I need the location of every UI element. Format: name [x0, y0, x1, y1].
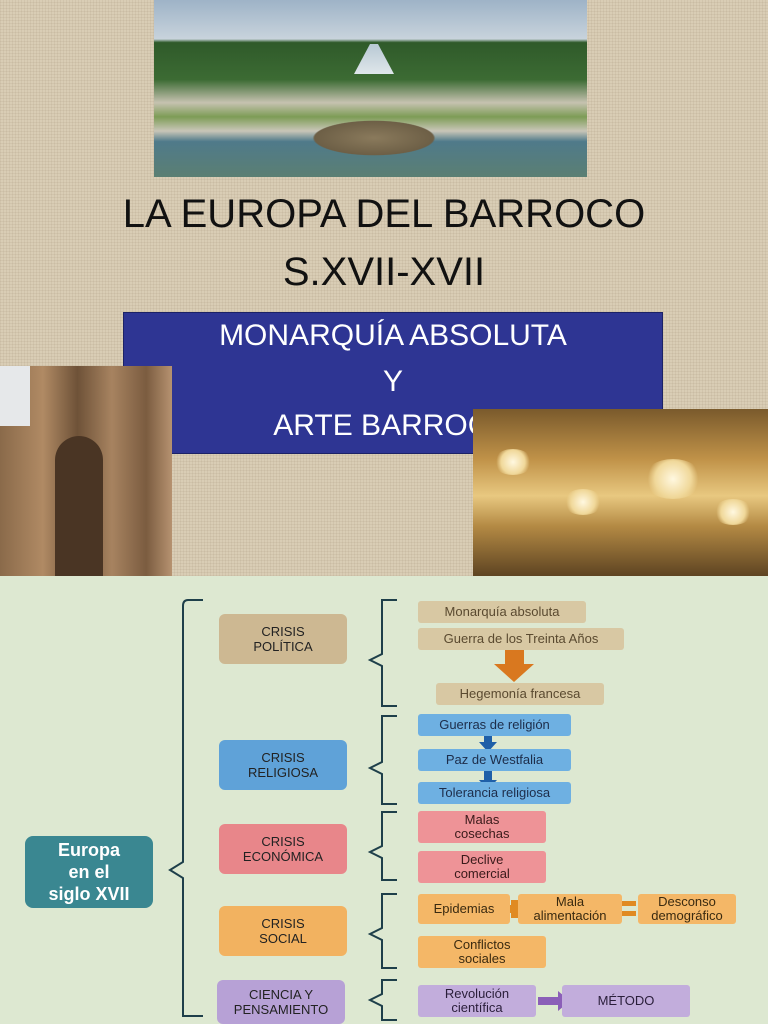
brace-religiosa: [367, 715, 397, 805]
category-label: SOCIAL: [259, 931, 307, 946]
item-line: Desconso: [658, 894, 716, 909]
fountain-shape: [304, 118, 444, 158]
category-label: ECONÓMICA: [242, 849, 324, 864]
root-line: siglo XVII: [48, 884, 130, 904]
plus-icon: [506, 900, 524, 918]
arrow-down-icon: [479, 734, 497, 752]
subtitle-banner: MONARQUÍA ABSOLUTA Y ARTE BARROCO: [123, 312, 663, 454]
item-line: demográfico: [651, 908, 723, 923]
slide-title-line-1: LA EUROPA DEL BARROCO: [122, 192, 646, 236]
item-line: Declive: [460, 852, 504, 867]
chandelier: [713, 499, 753, 525]
item-line: cosechas: [454, 826, 510, 841]
item-metodo: MÉTODO: [562, 985, 690, 1017]
brace-social: [367, 893, 397, 969]
item-paz-westfalia: Paz de Westfalia: [418, 749, 571, 771]
item-line: alimentación: [533, 908, 607, 923]
category-label: CRISIS: [261, 750, 305, 765]
category-label: PENSAMIENTO: [233, 1002, 329, 1017]
item-line: Malas: [464, 812, 500, 827]
brace-economica: [367, 811, 397, 881]
baroque-facade-image: [0, 366, 172, 576]
facade-sky: [0, 366, 30, 426]
chandelier: [563, 489, 603, 515]
main-brace: [168, 599, 203, 1017]
equals-icon: [616, 901, 636, 906]
brace-ciencia: [367, 979, 397, 1021]
title-slide: LA EUROPA DEL BARROCO S.XVII-XVII MONARQ…: [0, 0, 768, 576]
item-epidemias: Epidemias: [418, 894, 510, 924]
root-line: en el: [68, 862, 110, 882]
category-label: POLÍTICA: [253, 639, 313, 654]
category-label: RELIGIOSA: [247, 765, 319, 780]
banner-line-3: ARTE BARROCO: [273, 409, 513, 442]
equals-icon: [616, 911, 636, 916]
item-hegemonia-francesa: Hegemonía francesa: [436, 683, 604, 705]
hall-of-mirrors-image: [473, 409, 768, 576]
item-line: comercial: [454, 866, 510, 881]
item-line: científica: [451, 1000, 503, 1015]
root-line: Europa: [57, 840, 120, 860]
category-label: CIENCIA Y: [248, 987, 314, 1002]
versailles-gardens-image: [154, 0, 587, 177]
item-monarquia-absoluta: Monarquía absoluta: [418, 601, 586, 623]
banner-line-1: MONARQUÍA ABSOLUTA: [219, 319, 567, 352]
chandelier: [643, 459, 703, 499]
slide-title-line-2: S.XVII-XVII: [282, 250, 486, 294]
item-line: Mala: [555, 894, 585, 909]
item-guerras-religion: Guerras de religión: [418, 714, 571, 736]
category-label: CRISIS: [261, 916, 305, 931]
item-line: Conflictos: [453, 937, 511, 952]
chandelier: [493, 449, 533, 475]
facade-door: [55, 436, 103, 576]
banner-line-2: Y: [382, 365, 403, 398]
category-label: CRISIS: [261, 834, 305, 849]
arrow-down-icon: [494, 648, 534, 682]
item-line: sociales: [458, 951, 506, 966]
canal-shape: [354, 44, 394, 74]
item-tolerancia-religiosa: Tolerancia religiosa: [418, 782, 571, 804]
item-guerra-treinta-anos: Guerra de los Treinta Años: [418, 628, 624, 650]
brace-politica: [367, 599, 397, 707]
item-line: Revolución: [444, 986, 510, 1001]
connector-lines: [168, 599, 636, 1021]
category-label: CRISIS: [261, 624, 305, 639]
root-node-europa: Europa en el siglo XVII: [25, 836, 153, 908]
